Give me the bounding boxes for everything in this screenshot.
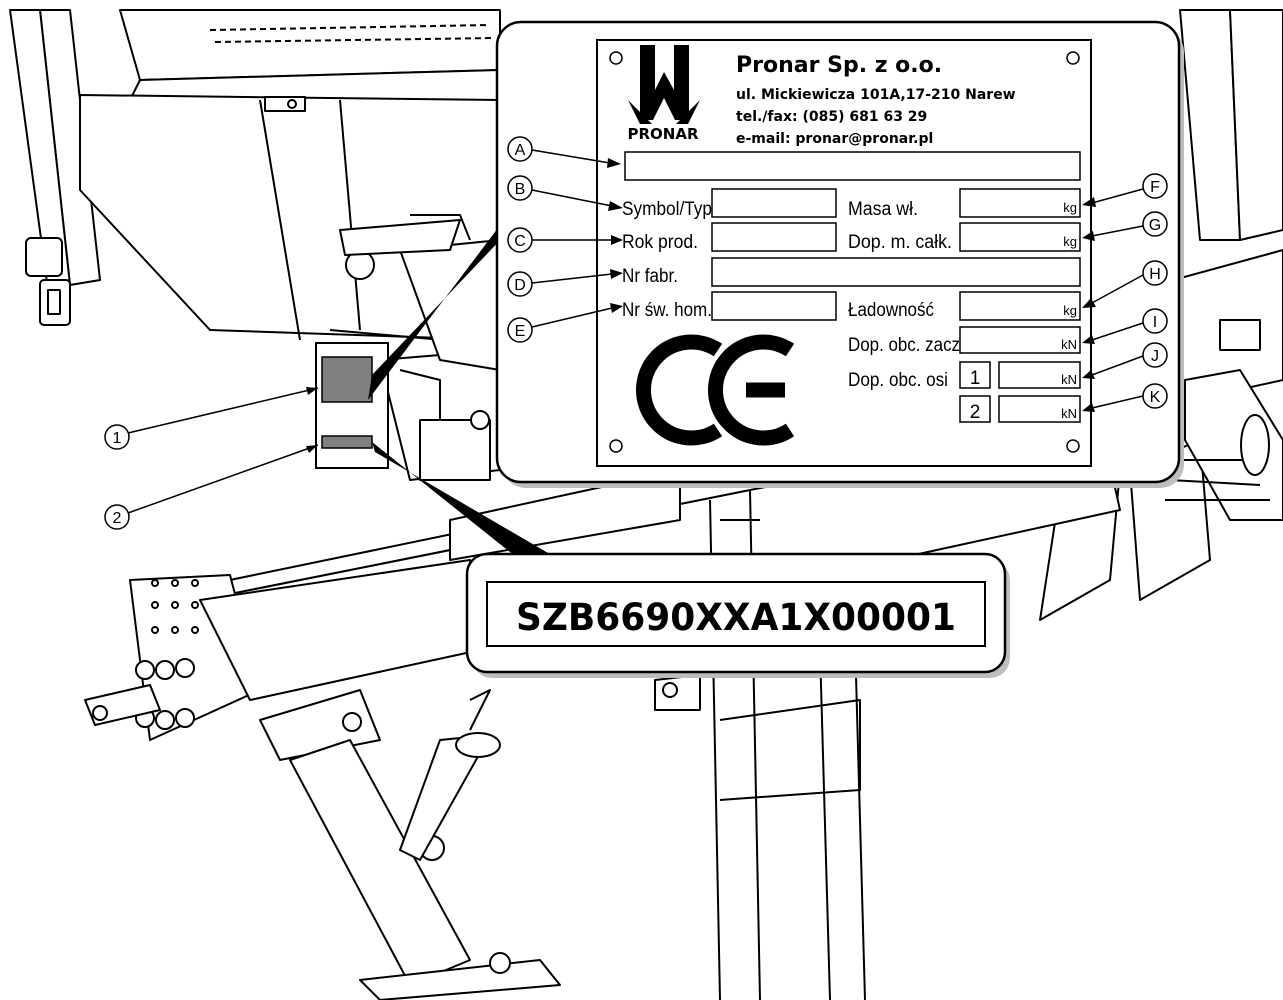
label-serial: Nr fabr. xyxy=(622,266,678,287)
callout-k-label: K xyxy=(1150,389,1161,406)
field-year-box xyxy=(711,222,837,252)
company-name: Pronar Sp. z o.o. xyxy=(736,53,942,78)
callout-d: D xyxy=(507,271,533,297)
callout-g-label: G xyxy=(1149,217,1161,234)
callout-j: J xyxy=(1142,342,1168,368)
label-axle-load: Dop. obc. osi xyxy=(848,370,948,391)
callout-j-label: J xyxy=(1151,348,1159,365)
callout-c: C xyxy=(507,227,533,253)
unit-total-mass: kg xyxy=(1063,234,1077,249)
company-email: e-mail: pronar@pronar.pl xyxy=(736,131,933,147)
callout-c-label: C xyxy=(514,233,526,250)
rating-plate-zoom: PRONAR Pronar Sp. z o.o. ul. Mickiewicza… xyxy=(495,20,1184,488)
vin-plate-zoom: SZB6690XXA1X00001 xyxy=(465,552,1010,678)
marker-1: 1 xyxy=(104,387,319,450)
rating-plate-location xyxy=(321,356,373,403)
callout-b-label: B xyxy=(515,181,526,198)
label-bracket xyxy=(315,342,389,469)
field-serial-box xyxy=(711,257,1081,287)
field-axle-1-box xyxy=(998,361,1081,389)
callouts xyxy=(531,149,1144,409)
unit-payload: kg xyxy=(1063,303,1077,318)
marker-2: 2 xyxy=(104,444,319,530)
pronar-logo: PRONAR xyxy=(627,45,700,143)
field-symbol-box xyxy=(711,188,837,218)
unit-mass: kg xyxy=(1063,200,1077,215)
callout-e: E xyxy=(507,317,533,343)
callout-k: K xyxy=(1142,383,1168,409)
label-symbol: Symbol/Typ xyxy=(622,199,712,220)
callout-arrows xyxy=(607,158,1096,412)
field-a-box xyxy=(624,151,1081,181)
marker-1-label: 1 xyxy=(113,430,122,447)
vin-plate-location xyxy=(321,435,373,449)
label-mass: Masa wł. xyxy=(848,199,918,220)
callout-a: A xyxy=(507,136,533,162)
callout-f-label: F xyxy=(1150,179,1160,196)
ce-mark xyxy=(635,334,795,446)
callout-h-label: H xyxy=(1149,266,1161,283)
field-mass-box xyxy=(959,188,1081,218)
label-total-mass: Dop. m. całk. xyxy=(848,232,952,253)
field-total-mass-box xyxy=(959,222,1081,252)
field-payload-box xyxy=(959,291,1081,321)
label-year: Rok prod. xyxy=(622,232,698,253)
company-address: ul. Mickiewicza 101A,17-210 Narew xyxy=(736,87,1016,103)
callout-h: H xyxy=(1142,260,1168,286)
marker-2-label: 2 xyxy=(113,510,122,527)
field-axle-2-box xyxy=(998,395,1081,423)
vin-number: SZB6690XXA1X00001 xyxy=(516,596,956,639)
company-phone: tel./fax: (085) 681 63 29 xyxy=(736,109,927,125)
field-hitch-load-box xyxy=(959,326,1081,354)
unit-axle-2: kN xyxy=(1061,406,1077,421)
axle-2-label: 2 xyxy=(970,402,981,423)
callout-f: F xyxy=(1142,173,1168,199)
callout-e-label: E xyxy=(515,323,526,340)
label-hitch-load: Dop. obc. zacz xyxy=(848,335,960,356)
callout-g: G xyxy=(1142,211,1168,237)
unit-hitch-load: kN xyxy=(1061,337,1077,352)
callout-b: B xyxy=(507,175,533,201)
zoom-leaders xyxy=(368,228,560,560)
callout-d-label: D xyxy=(514,277,526,294)
label-homologation: Nr św. hom. xyxy=(622,300,712,321)
callout-i-label: I xyxy=(1153,314,1157,331)
field-homologation-box xyxy=(711,291,837,321)
label-payload: Ładowność xyxy=(848,300,934,321)
unit-axle-1: kN xyxy=(1061,372,1077,387)
logo-text: PRONAR xyxy=(627,125,698,143)
callout-i: I xyxy=(1142,308,1168,334)
axle-1-label: 1 xyxy=(970,368,981,389)
callout-a-label: A xyxy=(515,142,526,159)
